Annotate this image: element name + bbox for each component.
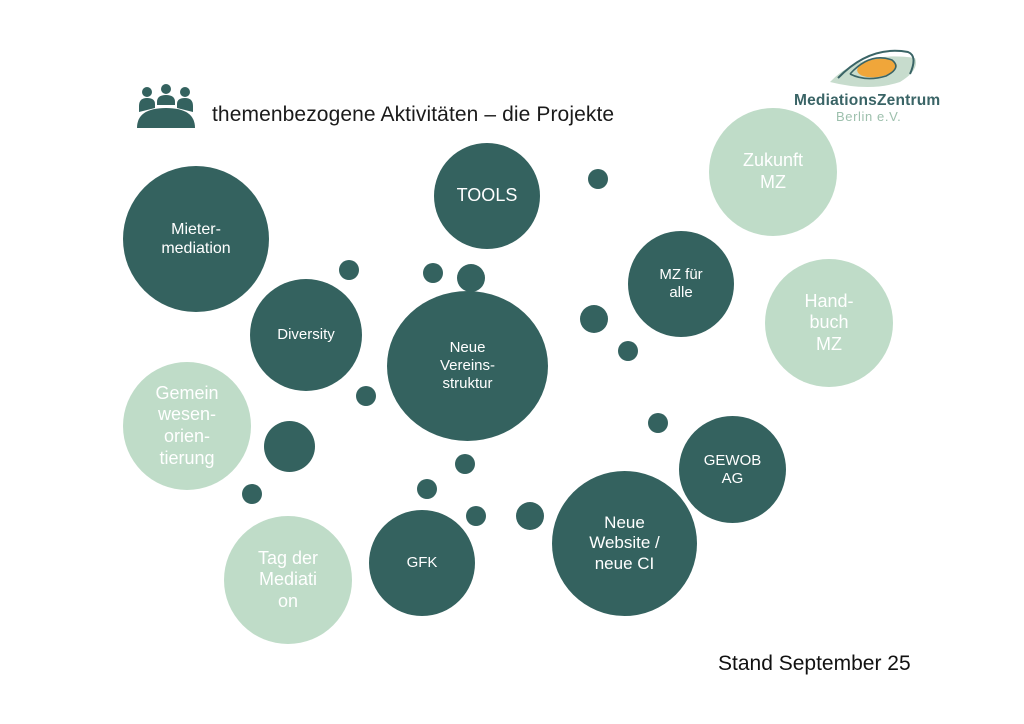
logo-name: MediationsZentrum — [794, 92, 941, 109]
decorative-dot — [356, 386, 376, 406]
project-bubble-tag-der-mediation: Tag der Mediati on — [224, 516, 352, 644]
decorative-dot — [618, 341, 638, 361]
project-bubble-mietermediation: Mieter- mediation — [123, 166, 269, 312]
project-label: TOOLS — [456, 185, 518, 206]
decorative-dot — [242, 484, 262, 504]
project-bubble-tools: TOOLS — [434, 143, 540, 249]
decorative-dot — [417, 479, 437, 499]
logo-subtitle: Berlin e.V. — [836, 109, 902, 124]
project-label: Zukunft MZ — [742, 150, 804, 192]
project-label: Neue Vereins- struktur — [439, 339, 496, 392]
decorative-dot — [516, 502, 544, 530]
project-label: Diversity — [277, 326, 335, 343]
decorative-dot — [423, 263, 443, 283]
project-label: Mieter- mediation — [161, 220, 231, 257]
mediationszentrum-logo — [830, 49, 916, 87]
page-title: themenbezogene Aktivitäten – die Projekt… — [212, 103, 615, 126]
decorative-dot — [466, 506, 486, 526]
status-date: Stand September 25 — [718, 652, 911, 675]
group-meeting-icon — [137, 84, 195, 128]
decorative-dot — [580, 305, 608, 333]
decorative-dot — [264, 421, 315, 472]
project-label: Neue Website / neue CI — [589, 512, 660, 573]
project-label: Tag der Mediati on — [257, 547, 319, 611]
project-bubble-mz-fuer-alle: MZ für alle — [628, 231, 734, 337]
decorative-dot — [455, 454, 475, 474]
decorative-dot — [648, 413, 668, 433]
project-bubble-diversity: Diversity — [250, 279, 362, 391]
project-label: GFK — [406, 554, 438, 571]
project-bubble-gemeinwesenorientierung: Gemein wesen- orien- tierung — [123, 362, 251, 490]
decorative-dot — [588, 169, 608, 189]
project-label: Gemein wesen- orien- tierung — [155, 382, 219, 468]
project-bubble-neue-website: Neue Website / neue CI — [552, 471, 697, 616]
project-label: MZ für alle — [659, 266, 703, 301]
project-label: GEWOB AG — [703, 451, 762, 487]
decorative-dot — [457, 264, 485, 292]
project-bubble-handbuch-mz: Hand- buch MZ — [765, 259, 893, 387]
decorative-dot — [339, 260, 359, 280]
project-bubble-neue-vereinsstruktur: Neue Vereins- struktur — [387, 291, 548, 441]
project-bubble-zukunft-mz: Zukunft MZ — [709, 108, 837, 236]
project-bubble-gfk: GFK — [369, 510, 475, 616]
project-bubble-gewob-ag: GEWOB AG — [679, 416, 786, 523]
project-label: Hand- buch MZ — [804, 290, 854, 354]
